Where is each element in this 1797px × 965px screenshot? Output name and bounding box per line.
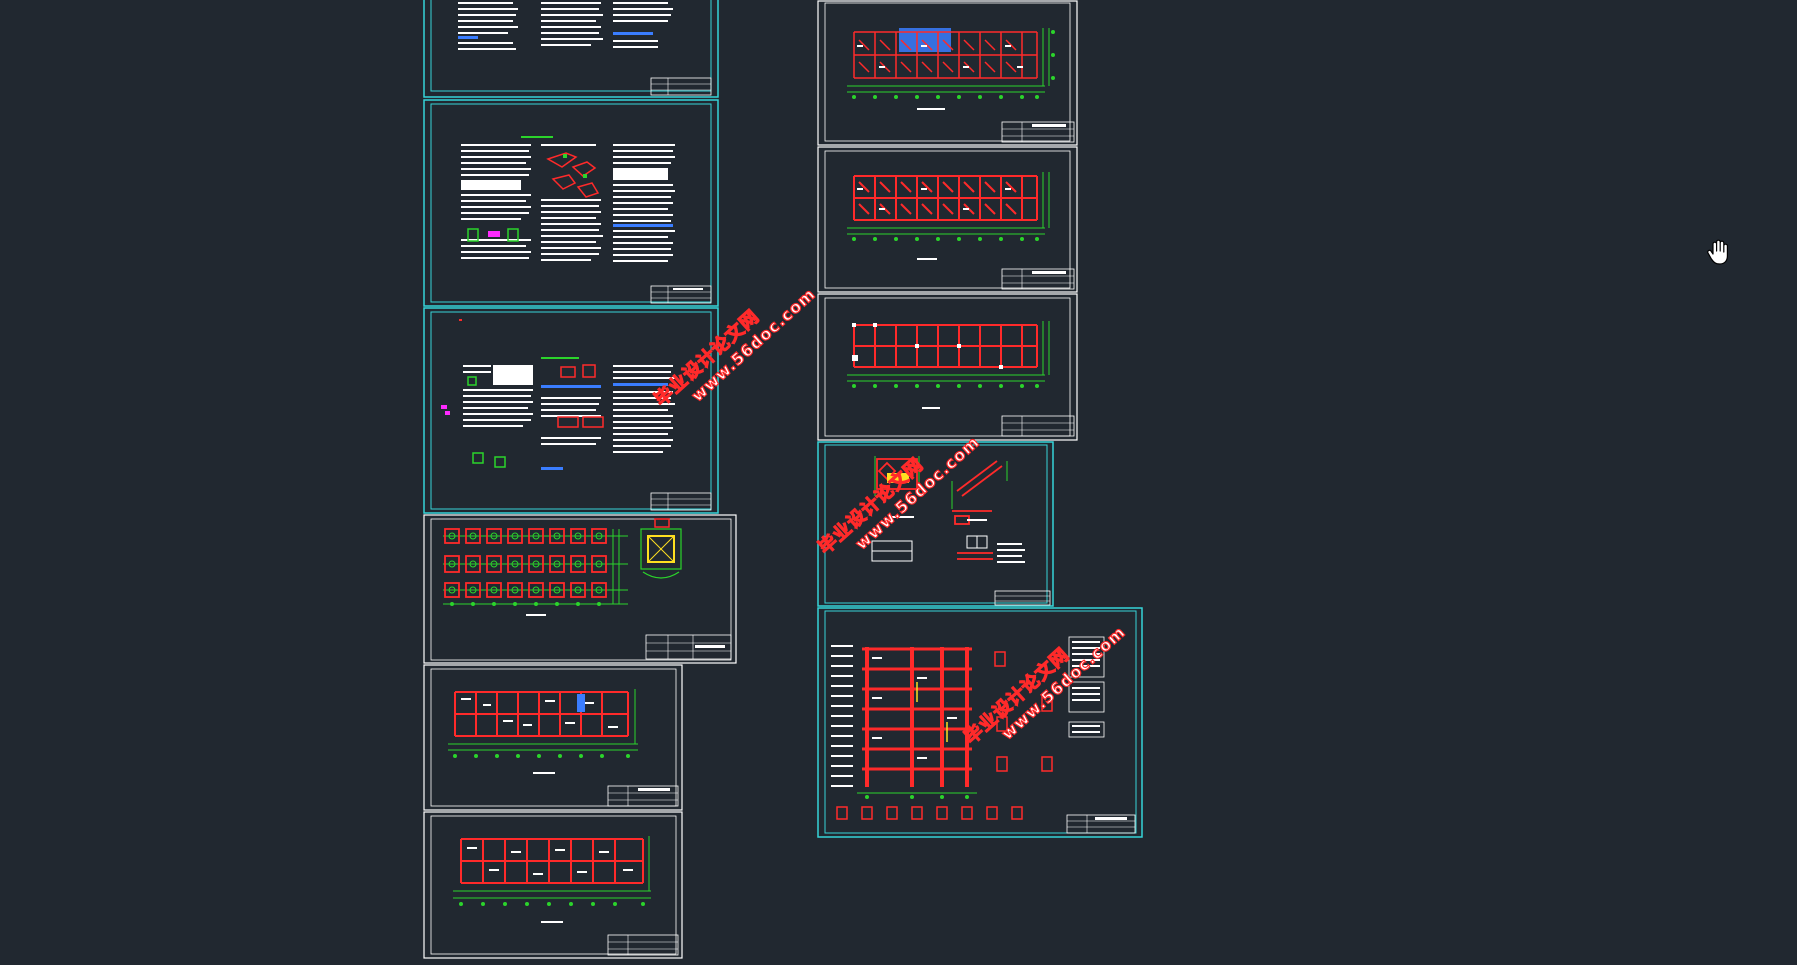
sheet-stair-details[interactable] (817, 441, 1054, 607)
sheet-frame-elevation[interactable] (817, 607, 1143, 838)
sheet-frame-elevation-drawing (817, 607, 1143, 838)
sheet-design-notes-2-drawing (423, 99, 719, 307)
sheet-structure-plan-2-drawing (817, 146, 1078, 293)
sheet-structure-plan-1[interactable] (817, 0, 1078, 146)
sheet-structure-plan-2[interactable] (817, 146, 1078, 293)
sheet-design-notes-1[interactable] (423, 0, 719, 99)
sheet-design-notes-3-drawing (423, 307, 719, 514)
sheet-structure-plan-1-drawing (817, 0, 1078, 146)
sheet-design-notes-2[interactable] (423, 99, 719, 307)
sheet-beam-plan[interactable] (817, 293, 1078, 441)
sheet-floor-plan-2-drawing (423, 811, 683, 959)
sheet-floor-plan-1-drawing (423, 664, 683, 811)
sheet-floor-plan-1[interactable] (423, 664, 683, 811)
sheet-floor-plan-2[interactable] (423, 811, 683, 959)
sheet-design-notes-3[interactable] (423, 307, 719, 514)
sheet-foundation-plan-drawing (423, 514, 737, 664)
sheet-foundation-plan[interactable] (423, 514, 737, 664)
sheet-design-notes-1-drawing (423, 0, 719, 98)
sheet-stair-details-drawing (817, 441, 1054, 607)
sheet-beam-plan-drawing (817, 293, 1078, 441)
hand-pan-icon (1706, 238, 1732, 266)
